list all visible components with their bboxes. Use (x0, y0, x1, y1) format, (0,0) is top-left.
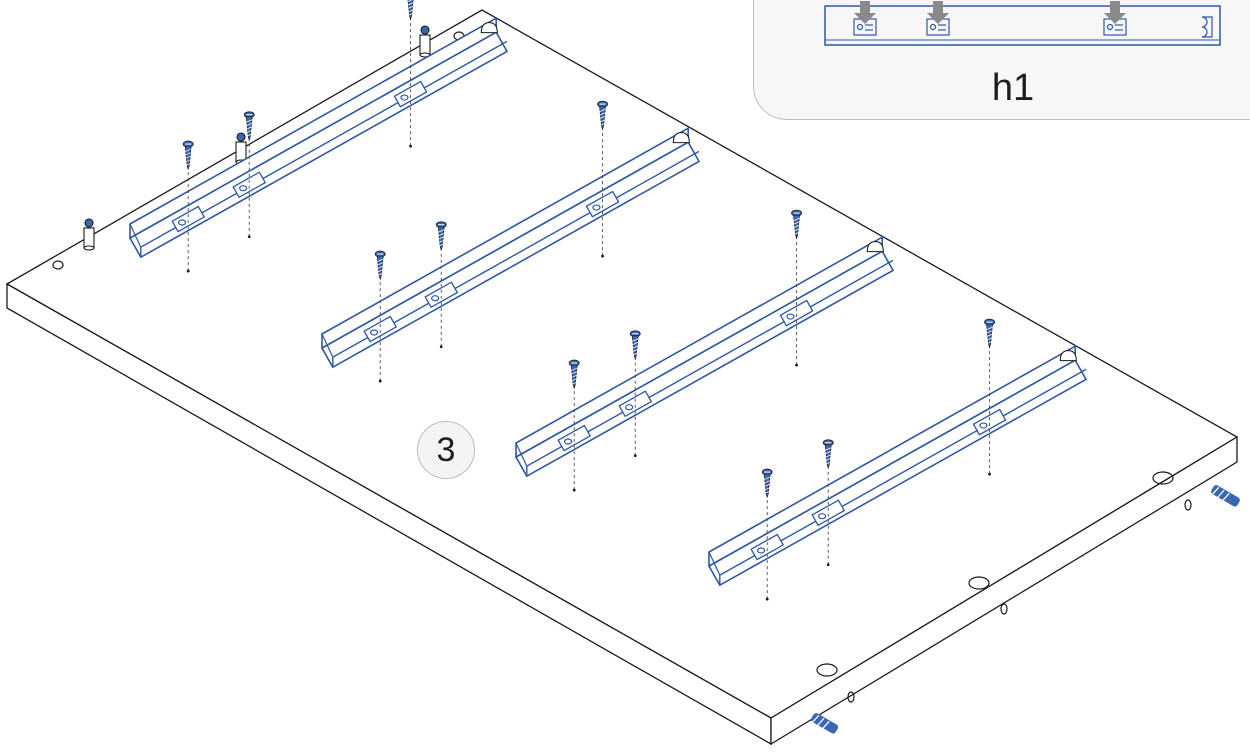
screw-icon (791, 209, 802, 240)
pilot-hole (186, 269, 190, 273)
screw-icon (629, 330, 641, 360)
screw-icon (407, 0, 414, 21)
screw-icon (822, 439, 834, 469)
screw-icon (597, 100, 608, 131)
drawer-stop-icon (1059, 350, 1077, 362)
down-arrow-icon (854, 1, 876, 24)
pilot-hole (247, 235, 251, 239)
hole (52, 260, 64, 270)
drawer-runner (514, 209, 895, 492)
pilot-hole (378, 379, 382, 383)
screw-icon (984, 318, 995, 349)
cam-bolt-icon (1211, 485, 1240, 507)
screw-icon (435, 221, 447, 251)
callout-end-clip (1201, 16, 1213, 38)
pilot-hole (572, 488, 576, 492)
wooden-dowel-icon (235, 132, 247, 165)
screw-icon (568, 359, 580, 390)
pilot-hole (601, 254, 604, 258)
drawer-runner (128, 0, 509, 273)
part-callout: h1 (753, 0, 1250, 120)
part-label: h1 (991, 67, 1035, 109)
callout-rail (824, 5, 1221, 46)
down-arrow-icon (1104, 1, 1126, 24)
drawer-stop-icon (866, 241, 884, 253)
hole (1152, 471, 1174, 485)
pilot-hole (988, 472, 991, 476)
pilot-hole (633, 454, 637, 458)
hole (847, 691, 855, 703)
panel-right-edge (770, 435, 1238, 746)
hole (968, 576, 990, 590)
hole (816, 663, 838, 677)
screw-icon (374, 250, 386, 281)
drawer-runner (707, 318, 1088, 601)
pilot-hole (765, 597, 769, 601)
hole (1000, 603, 1008, 615)
cam-bolt-icon (811, 713, 839, 734)
pilot-hole (409, 144, 412, 148)
drawer-runners (128, 0, 1088, 601)
down-arrow-icon (927, 1, 949, 24)
drawer-stop-icon (480, 22, 498, 34)
screw-icon (761, 468, 773, 499)
pilot-hole (826, 563, 830, 567)
panel-holes (52, 31, 1192, 703)
step-number-badge: 3 (417, 421, 475, 479)
pilot-hole (439, 345, 443, 349)
drawer-runner (320, 100, 701, 383)
callout-rail-drawing (824, 1, 1221, 46)
wooden-dowel-icon (83, 218, 95, 251)
drawer-stop-icon (672, 132, 690, 144)
wooden-dowel-icon (419, 25, 431, 58)
screw-icon (243, 111, 255, 141)
hole (1184, 499, 1192, 511)
screw-icon (182, 140, 194, 171)
pilot-hole (795, 363, 798, 367)
